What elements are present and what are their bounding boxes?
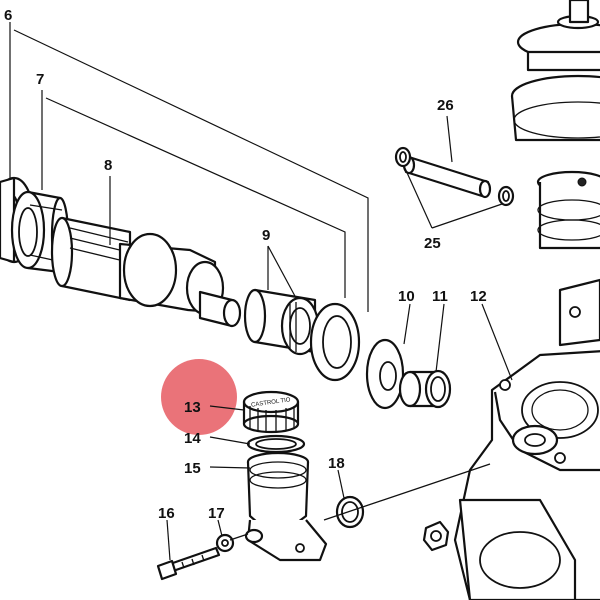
callout-labels: 6 7 8 9 10 11 12 13 14 15 16 17 18 25 26	[4, 7, 487, 522]
label-16: 16	[158, 505, 175, 522]
part-13-cap: CASTROL TIO	[242, 390, 300, 434]
label-11: 11	[432, 288, 448, 305]
label-25: 25	[424, 235, 441, 252]
label-7: 7	[36, 71, 44, 88]
part-11-bushing	[398, 369, 452, 409]
label-17: 17	[208, 505, 225, 522]
label-6: 6	[4, 7, 12, 24]
nut-part	[422, 520, 450, 552]
part-10-washer	[365, 338, 405, 410]
highlight-circle	[161, 359, 237, 435]
part-9-bearing	[243, 288, 361, 382]
label-15: 15	[184, 460, 201, 477]
part-12-housing	[453, 278, 600, 600]
part-8-shaft	[50, 216, 242, 328]
label-13: 13	[184, 399, 201, 416]
part-14-oring	[246, 434, 306, 454]
label-12: 12	[470, 288, 487, 305]
label-9: 9	[262, 227, 270, 244]
label-leaders	[109, 115, 513, 561]
cap-inscription: CASTROL TIO	[251, 397, 291, 409]
guide-lines	[9, 22, 369, 312]
pulley-assembly	[510, 0, 600, 250]
label-26: 26	[437, 97, 454, 114]
part-17-washer	[215, 533, 235, 553]
alignment-lines	[229, 463, 491, 541]
part-26-pin	[402, 155, 492, 199]
label-18: 18	[328, 455, 345, 472]
part-25-clips	[394, 146, 515, 207]
part-18-oring	[335, 495, 365, 529]
label-14: 14	[184, 430, 201, 447]
part-15-reservoir	[244, 451, 328, 562]
label-8: 8	[104, 157, 112, 174]
label-10: 10	[398, 288, 415, 305]
part-16-bolt	[156, 546, 221, 581]
